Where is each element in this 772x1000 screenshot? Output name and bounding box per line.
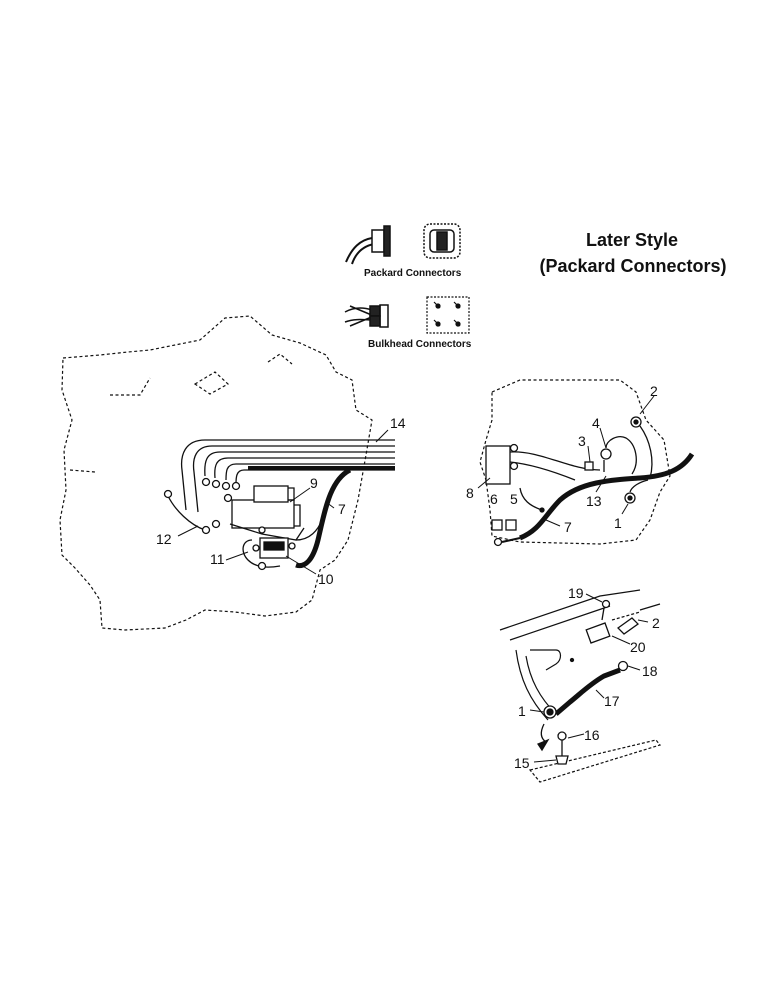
bulkhead-connector-side-icon (344, 304, 389, 328)
left-harness (163, 439, 395, 571)
callout-3: 3 (578, 433, 586, 449)
callout-1-right: 1 (614, 515, 622, 531)
callout-20: 20 (630, 639, 646, 655)
callout-18: 18 (642, 663, 658, 679)
bottom-frame-outline (499, 589, 662, 783)
callout-14: 14 (390, 415, 406, 431)
callout-12: 12 (156, 531, 172, 547)
callout-7-right: 7 (564, 519, 572, 535)
packard-connectors-caption: Packard Connectors (364, 268, 462, 279)
callout-7-left: 7 (338, 501, 346, 517)
bulkhead-connectors-caption: Bulkhead Connectors (368, 339, 472, 350)
right-engine-outline (479, 379, 671, 545)
left-callouts (177, 429, 389, 575)
bottom-harness (537, 599, 640, 765)
callout-16: 16 (584, 727, 600, 743)
callout-5: 5 (510, 491, 518, 507)
callout-6: 6 (490, 491, 498, 507)
callout-15: 15 (514, 755, 530, 771)
callout-10: 10 (318, 571, 334, 587)
left-engine-outline (59, 315, 373, 631)
callout-4: 4 (592, 415, 600, 431)
callout-8: 8 (466, 485, 474, 501)
packard-connector-face-icon (423, 223, 461, 259)
callout-2-bottom: 2 (652, 615, 660, 631)
callout-19: 19 (568, 585, 584, 601)
callout-11: 11 (210, 551, 225, 567)
callout-1-bottom: 1 (518, 703, 526, 719)
right-harness (485, 416, 695, 547)
callout-2-right: 2 (650, 383, 658, 399)
title-line-2: (Packard Connectors) (539, 256, 727, 276)
callout-17: 17 (604, 693, 620, 709)
right-callouts (477, 395, 655, 527)
bottom-callouts (529, 593, 649, 763)
title-line-1: Later Style (585, 230, 679, 250)
packard-connector-side-icon (345, 225, 391, 265)
bulkhead-connector-face-icon (426, 296, 470, 334)
callout-9: 9 (310, 475, 318, 491)
callout-13: 13 (586, 493, 602, 509)
